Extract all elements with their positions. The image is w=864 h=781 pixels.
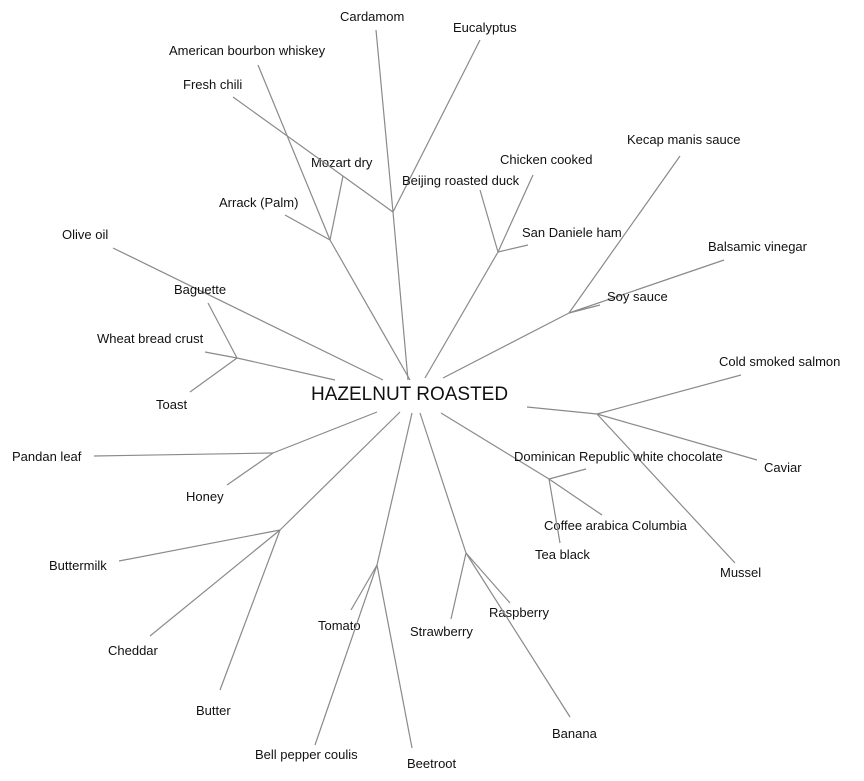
leaf-edge — [257, 64, 331, 241]
leaf-label: Kecap manis sauce — [627, 132, 740, 147]
branch-edge — [442, 312, 570, 379]
leaf-label: Olive oil — [62, 227, 108, 242]
leaf-edge — [450, 552, 467, 620]
leaf-label: Wheat bread crust — [97, 331, 204, 346]
branch-edge — [526, 406, 598, 415]
branch-edge — [272, 411, 378, 454]
leaf-label: Buttermilk — [49, 558, 107, 573]
leaf-edge — [112, 247, 384, 381]
leaf-label: Beetroot — [407, 756, 457, 771]
leaf-edge — [596, 374, 742, 415]
leaf-edge — [596, 413, 758, 461]
leaf-edge — [204, 351, 238, 359]
leaf-label: Cold smoked salmon — [719, 354, 840, 369]
leaf-edge — [350, 564, 378, 611]
leaf-edge — [329, 175, 344, 241]
leaf-edge — [568, 259, 725, 314]
leaf-label: Honey — [186, 489, 224, 504]
leaf-edge — [497, 244, 529, 253]
leaf-edge — [548, 468, 587, 480]
leaf-edge — [207, 302, 238, 359]
leaf-edge — [568, 304, 601, 314]
leaf-label: San Daniele ham — [522, 225, 622, 240]
leaf-label: Chicken cooked — [500, 152, 593, 167]
leaf-edge — [548, 478, 603, 516]
branch-edge — [424, 251, 499, 379]
leaf-label: Banana — [552, 726, 598, 741]
leaf-label: Coffee arabica Columbia — [544, 518, 688, 533]
leaf-edge — [479, 189, 499, 253]
leaf-label: Dominican Republic white chocolate — [514, 449, 723, 464]
leaf-edge — [219, 529, 281, 691]
leaf-edge — [375, 29, 394, 213]
leaf-label: Soy sauce — [607, 289, 668, 304]
leaf-label: Mozart dry — [311, 155, 373, 170]
branch-edge — [419, 412, 467, 554]
leaf-label: Tea black — [535, 547, 590, 562]
leaf-edge — [497, 174, 534, 253]
leaf-label: Pandan leaf — [12, 449, 82, 464]
leaf-label: Cardamom — [340, 9, 404, 24]
leaf-label: Tomato — [318, 618, 361, 633]
leaf-label: Balsamic vinegar — [708, 239, 808, 254]
branch-edge — [329, 239, 411, 381]
branch-edge — [440, 412, 550, 480]
leaf-edge — [226, 452, 274, 486]
leaf-label: Baguette — [174, 282, 226, 297]
leaf-label: American bourbon whiskey — [169, 43, 326, 58]
leaf-edge — [93, 452, 274, 457]
leaf-edge — [392, 39, 481, 213]
branch-edge — [392, 211, 409, 381]
leaf-label: Eucalyptus — [453, 20, 517, 35]
leaf-label: Beijing roasted duck — [402, 173, 520, 188]
leaf-label: Butter — [196, 703, 231, 718]
leaf-label: Toast — [156, 397, 187, 412]
root-label: HAZELNUT ROASTED — [311, 384, 508, 405]
leaf-label: Bell pepper coulis — [255, 747, 358, 762]
leaf-edge — [548, 478, 561, 544]
branch-edge — [236, 357, 336, 381]
leaf-edge — [596, 413, 736, 564]
leaf-label: Cheddar — [108, 643, 159, 658]
leaf-edge — [568, 155, 681, 314]
leaf-label: Raspberry — [489, 605, 549, 620]
leaf-edge — [376, 564, 413, 749]
leaf-label: Strawberry — [410, 624, 473, 639]
leaf-label: Fresh chili — [183, 77, 242, 92]
leaf-edge — [465, 552, 511, 604]
leaf-edge — [189, 357, 238, 393]
leaf-edge — [465, 552, 571, 718]
leaf-edge — [284, 214, 331, 241]
leaf-label: Mussel — [720, 565, 761, 580]
branch-edge — [279, 411, 401, 531]
leaf-label: Arrack (Palm) — [219, 195, 298, 210]
leaf-edge — [232, 96, 394, 213]
leaf-edge — [118, 529, 281, 562]
leaf-edge — [314, 564, 378, 746]
leaf-edge — [149, 529, 281, 637]
branch-edge — [376, 412, 413, 566]
leaf-label: Caviar — [764, 460, 802, 475]
